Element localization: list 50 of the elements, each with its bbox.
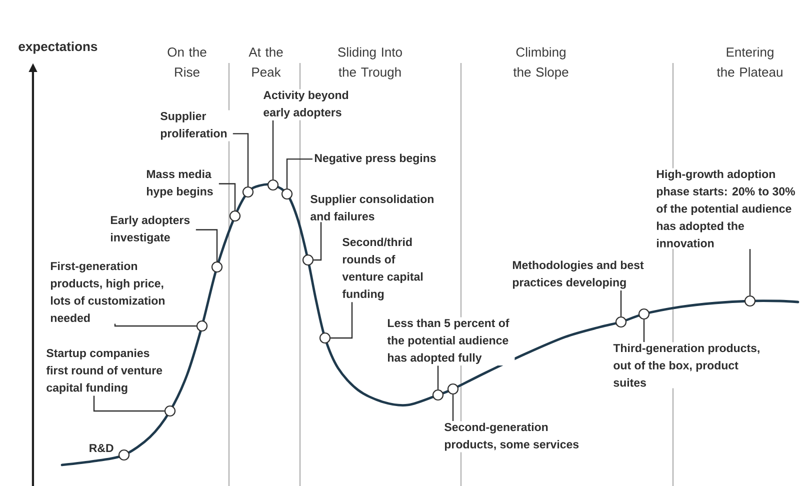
axis-label: expectations: [18, 42, 98, 54]
leader-line: [452, 394, 454, 421]
curve-marker: [229, 210, 241, 222]
annotation-label: High-growth adoption phase starts: 20% to 30% of the potential audience has adopted the innovation: [654, 168, 799, 249]
phase-heading: On the Rise: [168, 47, 206, 77]
annotation-label: Second-generation products, some services: [442, 421, 585, 452]
leader-line: [286, 158, 312, 188]
annotation-label: Supplier proliferation: [158, 110, 233, 142]
curve-marker: [302, 254, 314, 266]
leader-line: [196, 229, 218, 262]
curve-marker: [615, 316, 627, 328]
phase-heading: Entering the Plateau: [716, 47, 782, 77]
annotation-label: Third-generation products, out of the box, product suites: [612, 342, 766, 388]
leader-line: [749, 249, 751, 296]
annotation-label: Mass media hype begins: [144, 168, 219, 200]
point-label: R&D: [90, 444, 114, 452]
annotation-label: Early adopters investigate: [108, 214, 196, 246]
phase-heading: Climbing the Slope: [513, 47, 568, 80]
curve-marker: [281, 188, 293, 200]
curve-marker: [432, 389, 444, 401]
leader-line: [643, 320, 645, 342]
curve-marker: [319, 332, 331, 344]
leader-line: [620, 290, 622, 316]
leader-line: [93, 396, 164, 412]
annotation-label: First-generation products, high price, lots of customization needed: [48, 260, 171, 324]
phase-heading: Sliding Into the Trough: [338, 47, 402, 80]
annotation-label: Activity beyond early adopters: [262, 89, 354, 120]
curve-marker: [196, 320, 208, 332]
annotation-label: Methodologies and best practices developing: [510, 259, 649, 290]
annotation-label: Less than 5 percent of the potential audience has adopted fully: [386, 317, 515, 366]
annotation-label: Second/thrid rounds of venture capital funding: [340, 236, 429, 302]
curve-marker: [744, 295, 756, 307]
annotation-label: Startup companies first round of venture capital funding: [44, 347, 168, 396]
curve-marker: [638, 308, 650, 320]
curve-marker: [447, 383, 459, 395]
leader-line: [232, 133, 249, 186]
curve-marker: [118, 449, 130, 461]
leader-line: [314, 222, 322, 261]
leader-line: [330, 302, 353, 339]
curve-marker: [164, 405, 176, 417]
curve-marker: [267, 179, 279, 191]
curve-marker: [211, 261, 223, 273]
leader-line: [218, 183, 236, 210]
leader-line: [437, 366, 439, 390]
leader-line: [114, 324, 196, 327]
annotation-label: Negative press begins: [312, 152, 442, 166]
phase-heading: At the Peak: [248, 47, 283, 77]
leader-line: [272, 120, 274, 180]
curve-marker: [242, 186, 254, 198]
annotation-label: Supplier consolidation and failures: [308, 193, 440, 222]
